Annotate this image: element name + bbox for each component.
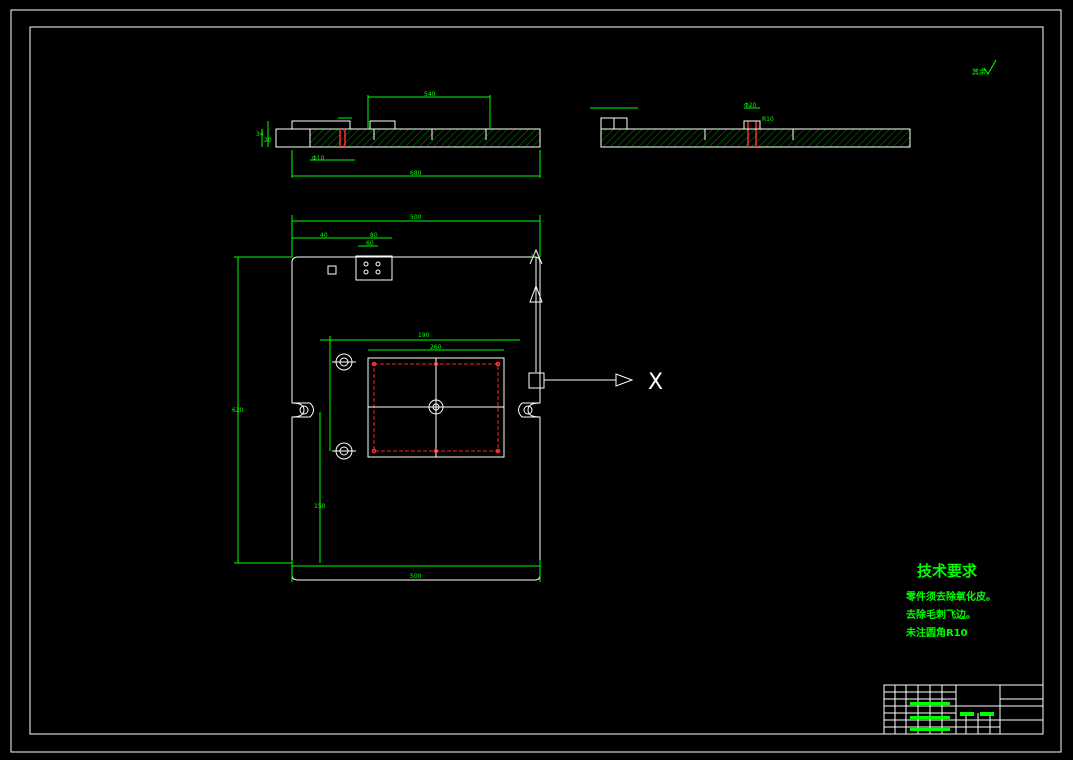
dim-side-b: 20 <box>264 137 272 144</box>
plan-view: 500 40 80 60 500 620 150 260 190 X Y <box>232 214 663 582</box>
dim-hole-spacing: 190 <box>418 332 430 339</box>
axis-x-label: X <box>648 370 663 395</box>
dim-small-b: 60 <box>366 240 374 247</box>
dim-plan-bottom: 500 <box>410 573 422 580</box>
roughness-note: 其余 <box>972 67 986 76</box>
front-section-view: 540 680 34 20 Φ10 <box>256 91 541 178</box>
dim-side-ref: Φ20 <box>744 102 757 109</box>
dim-hole-dia: Φ10 <box>312 155 325 162</box>
dim-plan-width: 500 <box>410 214 422 221</box>
dim-side-a: 34 <box>256 131 264 138</box>
tech-requirements-title: 技术要求 <box>917 562 978 580</box>
dim-plan-height: 620 <box>232 407 244 414</box>
dim-top-length: 540 <box>424 91 436 98</box>
tech-line-1: 零件须去除氧化皮。 <box>905 590 996 603</box>
tech-line-2: 去除毛刺飞边。 <box>906 608 976 621</box>
axis-y-label: Y <box>530 253 535 260</box>
tech-line-3: 未注圆角R10 <box>905 626 968 639</box>
dim-small-a: 80 <box>370 232 378 239</box>
roughness-symbol: 其余 <box>972 59 997 76</box>
side-section-view: Φ20 R10 <box>590 102 911 148</box>
dim-top-total: 680 <box>410 170 422 177</box>
dim-side-r: R10 <box>762 116 774 123</box>
dim-lower-height: 150 <box>314 503 326 510</box>
inner-border <box>29 26 1044 735</box>
dim-small-left: 40 <box>320 232 328 239</box>
outer-border <box>10 9 1062 753</box>
technical-requirements: 技术要求 零件须去除氧化皮。 去除毛刺飞边。 未注圆角R10 <box>905 562 996 639</box>
dim-plate-width: 260 <box>430 344 442 351</box>
title-block <box>883 684 1044 735</box>
